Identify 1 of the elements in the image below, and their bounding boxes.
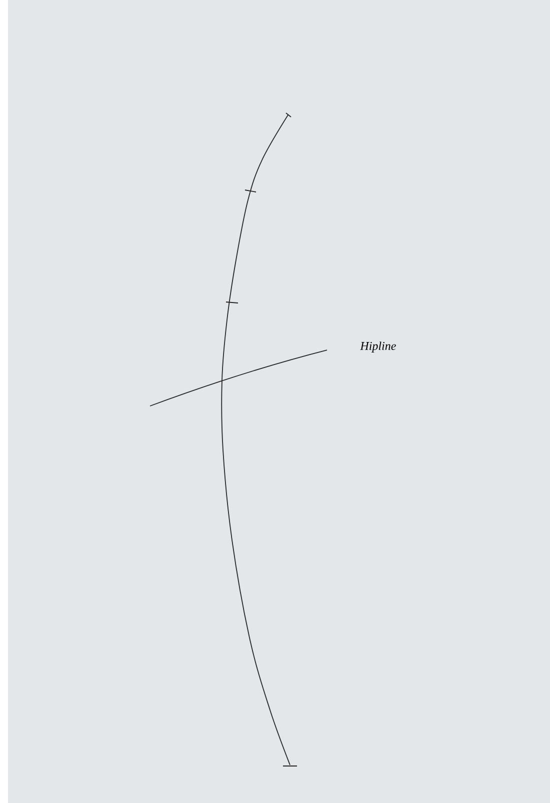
line-label: Hipline — [360, 342, 396, 352]
